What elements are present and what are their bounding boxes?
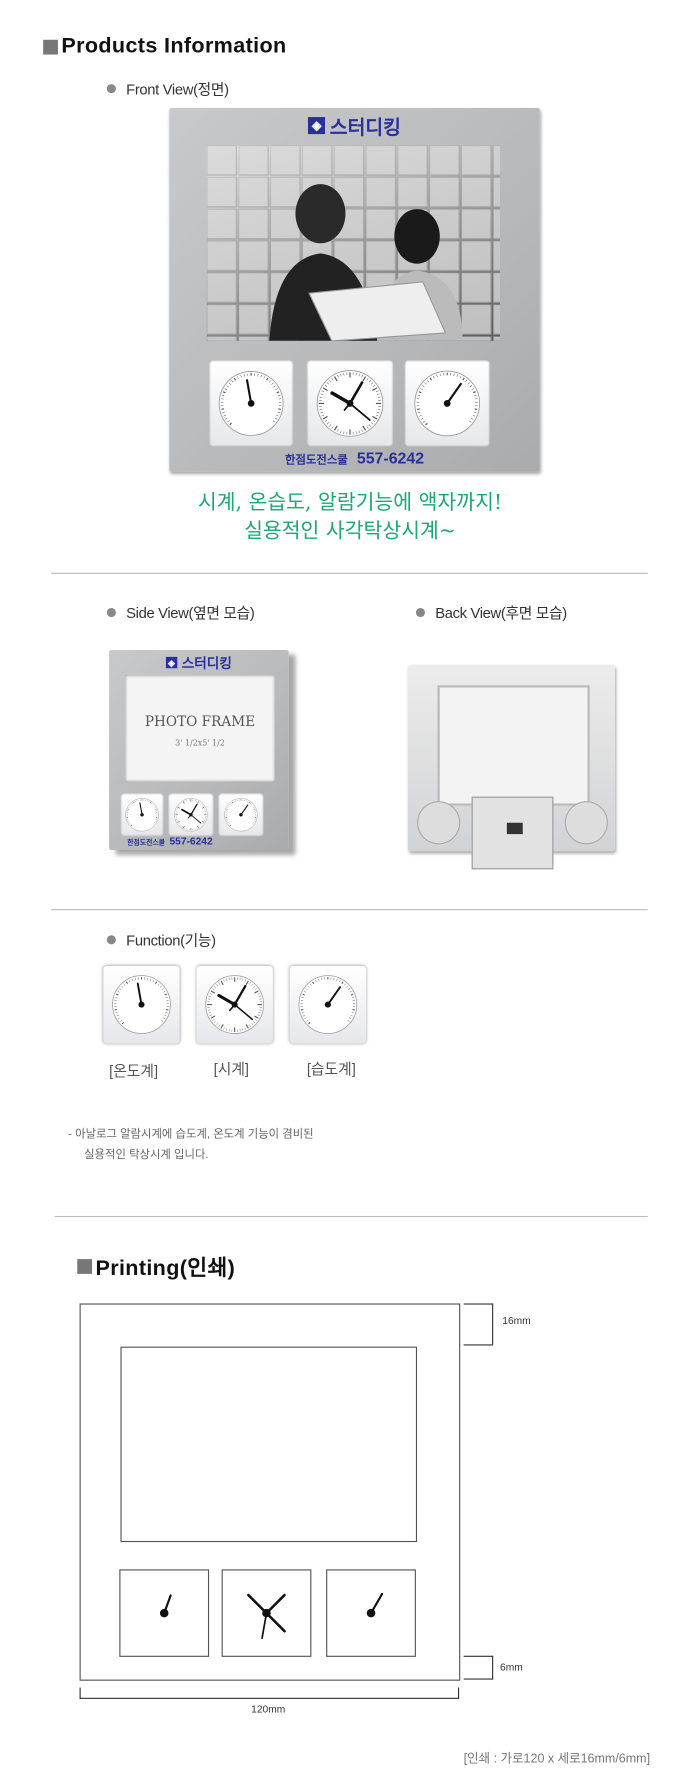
printing-spec: [인쇄 : 가로120 x 세로16mm/6mm] — [464, 1749, 650, 1767]
side-brand-logo: ◈ 스터디킹 — [109, 653, 289, 671]
thermo-face-icon — [209, 360, 293, 446]
thermo-face-icon — [103, 966, 179, 1043]
front-view-image: ◈ 스터디킹 한점도전스쿨 557-6242 — [169, 108, 539, 472]
divider — [55, 1216, 648, 1217]
bullet-icon — [416, 607, 425, 616]
side-hygrometer-dial — [218, 793, 263, 836]
back-view-label-text: Back View(후면 모습) — [435, 601, 567, 623]
front-view-label-text: Front View(정면) — [126, 77, 229, 99]
bullet-icon — [107, 607, 116, 616]
clock-hand-icon — [223, 1571, 311, 1656]
function-label: Function(기능) — [107, 928, 216, 950]
caption-thermometer: [온도계] — [109, 1059, 158, 1081]
print-photo-area — [120, 1347, 417, 1542]
family-photo — [207, 145, 500, 340]
slogan-line-1: 시계, 온습도, 알람기능에 액자까지! — [0, 486, 700, 516]
width-label: 120mm — [251, 1703, 285, 1714]
hygro-face-icon — [405, 360, 490, 446]
front-view-label: Front View(정면) — [107, 77, 229, 99]
hygrometer-dial — [405, 360, 490, 446]
function-label-text: Function(기능) — [126, 928, 216, 950]
section-title-printing: Printing(인쇄) — [77, 1251, 235, 1282]
back-view-image — [403, 665, 619, 870]
alarm-switch — [507, 823, 523, 834]
description-line-1: - 아날로그 알람시계에 습도계, 온도계 기능이 겸비된 — [68, 1125, 313, 1145]
thermo-hand-icon — [120, 1571, 208, 1656]
section-title-products: Products Information — [43, 34, 286, 59]
hygro-face-icon — [218, 793, 263, 836]
caption-clock: [시계] — [214, 1057, 249, 1079]
side-thermometer-dial — [120, 793, 163, 836]
bullet-icon — [107, 84, 116, 93]
divider — [51, 909, 648, 910]
brand-mark-icon: ◈ — [308, 116, 325, 133]
function-clock — [197, 966, 273, 1043]
side-phone-number: 557-6242 — [169, 835, 212, 846]
thermometer-dial — [209, 360, 293, 446]
square-bullet-icon — [43, 39, 58, 54]
divider — [51, 573, 648, 574]
side-view-label: Side View(옆면 모습) — [107, 601, 255, 623]
back-view-label: Back View(후면 모습) — [416, 601, 567, 623]
print-thermometer-box — [119, 1569, 209, 1657]
section-title-text: Products Information — [61, 34, 286, 59]
brand-name: 스터디킹 — [330, 111, 401, 139]
clock-face-icon — [307, 360, 393, 446]
hygro-hand-icon — [327, 1571, 415, 1656]
brand-logo: ◈ 스터디킹 — [169, 113, 539, 138]
clock-dial — [307, 360, 393, 446]
top-margin-label: 16mm — [502, 1315, 530, 1326]
shop-name: 한점도전스쿨 — [285, 449, 348, 466]
photo-size-text: 3' 1/2x5' 1/2 — [125, 739, 275, 748]
battery-stand — [472, 797, 554, 870]
function-thermometer — [103, 966, 179, 1043]
clock-face-icon — [168, 793, 213, 836]
slogan-line-2: 실용적인 사각탁상시계~ — [0, 515, 700, 545]
print-hygrometer-box — [326, 1569, 416, 1657]
side-photo-insert: PHOTO FRAME 3' 1/2x5' 1/2 — [125, 675, 275, 782]
side-view-label-text: Side View(옆면 모습) — [126, 601, 254, 623]
phone-number: 557-6242 — [357, 449, 424, 467]
photo-area — [207, 145, 500, 340]
print-clock-box — [222, 1569, 312, 1657]
hygro-face-icon — [290, 966, 366, 1043]
left-speaker — [417, 801, 460, 844]
brand-mark-icon: ◈ — [166, 657, 177, 668]
printing-title-text: Printing(인쇄) — [95, 1251, 235, 1282]
side-print-contact: 한점도전스쿨 557-6242 — [127, 835, 212, 846]
side-shop-name: 한점도전스쿨 — [127, 836, 165, 846]
caption-hygrometer: [습도계] — [307, 1057, 356, 1079]
side-clock-dial — [168, 793, 213, 836]
back-photo-slot — [438, 685, 590, 805]
side-brand-name: 스터디킹 — [182, 653, 232, 672]
side-view-image: ◈ 스터디킹 PHOTO FRAME 3' 1/2x5' 1/2 한점도전스쿨 55… — [109, 650, 289, 850]
thermo-face-icon — [120, 793, 163, 836]
bottom-margin-label: 6mm — [500, 1661, 523, 1672]
clock-face-icon — [197, 966, 273, 1043]
right-speaker — [565, 801, 608, 844]
photo-frame-text: PHOTO FRAME — [125, 714, 275, 730]
bullet-icon — [107, 935, 116, 944]
function-hygrometer — [290, 966, 366, 1043]
print-contact: 한점도전스쿨 557-6242 — [169, 448, 539, 468]
description-line-2: 실용적인 탁상시계 입니다. — [84, 1145, 208, 1165]
square-bullet-icon — [77, 1259, 92, 1274]
